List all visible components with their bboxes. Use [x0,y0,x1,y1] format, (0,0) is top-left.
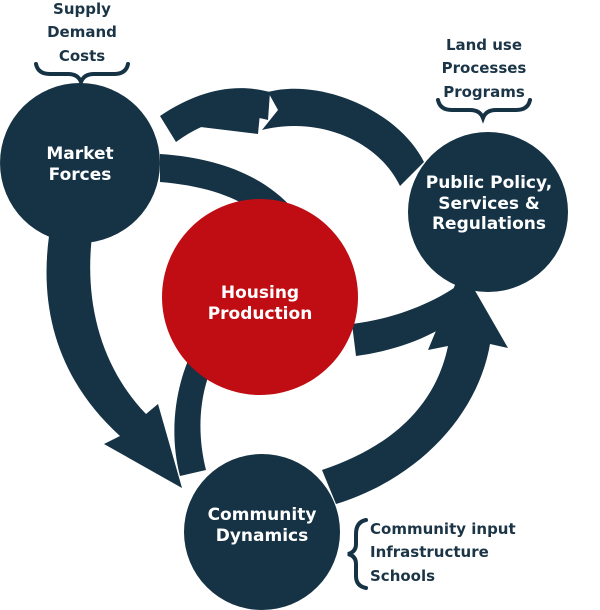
community-note-input: Community input [370,520,516,538]
market-note: Supply Demand Costs [30,0,134,68]
housing-production-line-2: Production [207,303,313,324]
arrow-policy-to-market-head [160,88,270,142]
public-policy-label: Public Policy, Services & Regulations [418,173,560,235]
public-policy-circle [408,132,568,292]
market-forces-circle [0,83,160,243]
policy-brace [436,98,532,124]
community-note-schools: Schools [370,566,436,585]
market-brace [34,62,130,88]
public-policy-line-3: Regulations [431,214,547,235]
housing-production-label: Housing Production [190,283,330,324]
housing-production-line-1: Housing [220,283,300,303]
arrow-market-to-community [46,218,182,488]
public-policy-line-2: Services & [438,193,540,214]
policy-note: Land use Processes Programs [428,34,540,104]
market-note-demand: Demand [47,23,117,42]
policy-note-land-use: Land use [445,36,523,54]
community-dynamics-label: Community Dynamics [197,505,327,546]
housing-production-circle [162,199,358,395]
community-dynamics-line-1: Community [207,505,317,525]
market-note-costs: Costs [58,46,106,65]
community-dynamics-line-2: Dynamics [215,525,309,546]
policy-note-processes: Processes [441,59,527,78]
community-brace [347,518,368,590]
policy-note-programs: Programs [443,82,525,101]
community-note-infrastructure: Infrastructure [370,543,489,562]
community-dynamics-circle [184,454,340,610]
arrow-community-to-policy [322,268,508,504]
market-forces-line-1: Market [46,144,114,164]
market-forces-label: Market Forces [20,144,140,185]
community-note: Community input Infrastructure Schools [370,518,570,588]
arrow-policy-to-housing [352,278,476,356]
market-note-supply: Supply [53,0,111,18]
market-forces-line-2: Forces [48,164,112,185]
public-policy-line-1: Public Policy, [425,173,553,193]
